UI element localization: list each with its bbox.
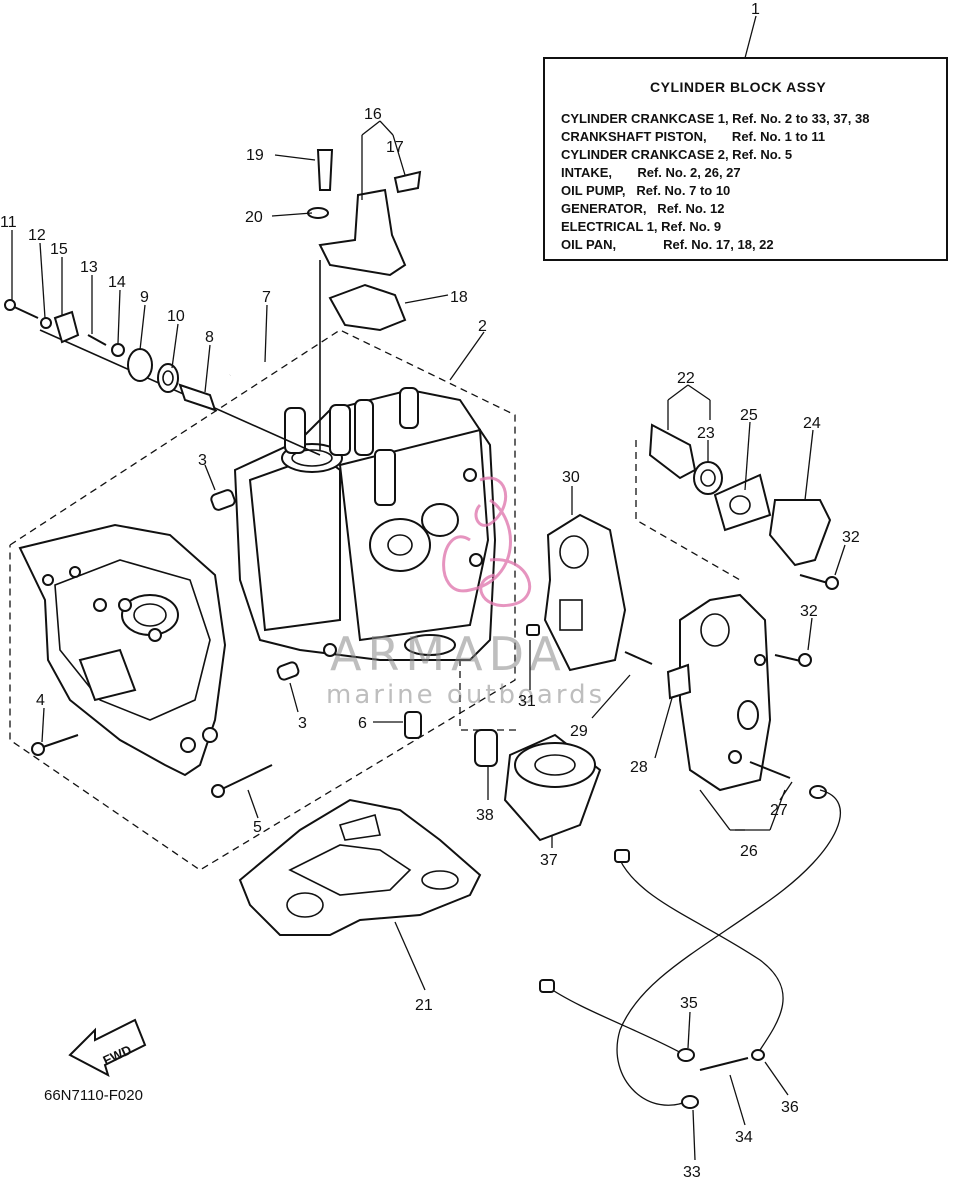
callout-2: 2 <box>478 318 487 335</box>
callout-26: 26 <box>740 843 758 860</box>
assembly-dashed-outlines <box>9 329 741 871</box>
cylinder-block <box>233 387 497 661</box>
callout-1: 1 <box>751 1 760 18</box>
callout-7: 7 <box>262 289 271 306</box>
callout-21: 21 <box>415 997 433 1014</box>
callout-37: 37 <box>540 852 558 869</box>
info-box-line: CRANKSHAFT PISTON, Ref. No. 1 to 11 <box>561 129 825 144</box>
hoses-fittings <box>539 761 842 1109</box>
info-box-title: CYLINDER BLOCK ASSY <box>650 79 826 95</box>
gasket-21 <box>238 798 482 991</box>
watermark-tagline: marine outboards <box>326 680 605 710</box>
callout-16: 16 <box>364 106 382 123</box>
callout-34: 34 <box>735 1129 753 1146</box>
callout-5: 5 <box>253 819 262 836</box>
callout-30: 30 <box>562 469 580 486</box>
exhaust-cover <box>679 593 772 792</box>
callout-19: 19 <box>246 147 264 164</box>
crankcase-left <box>18 523 227 777</box>
info-box-line: OIL PUMP, Ref. No. 7 to 10 <box>561 183 730 198</box>
callout-13: 13 <box>80 259 98 276</box>
callout-12: 12 <box>28 227 46 244</box>
callout-25: 25 <box>740 407 758 424</box>
diagram-code: 66N7110-F020 <box>44 1087 143 1104</box>
callout-3: 3 <box>198 452 207 469</box>
leader-lines <box>11 120 846 1161</box>
callout-31: 31 <box>518 693 536 710</box>
info-box-line: CYLINDER CRANKCASE 2, Ref. No. 5 <box>561 147 792 162</box>
info-box-line: OIL PAN, Ref. No. 17, 18, 22 <box>561 237 774 252</box>
callout-8: 8 <box>205 329 214 346</box>
callout-17: 17 <box>386 139 404 156</box>
dowels <box>210 489 422 739</box>
info-box-line: INTAKE, Ref. No. 2, 26, 27 <box>561 165 741 180</box>
callout-6: 6 <box>358 715 367 732</box>
callout-22: 22 <box>677 370 695 387</box>
callout-38: 38 <box>476 807 494 824</box>
watermark-brand: ARMADA <box>330 627 567 681</box>
callout-numbers: 2 3 3 4 5 6 7 8 9 10 11 12 13 14 15 16 1… <box>0 106 860 1178</box>
callout-15: 15 <box>50 241 68 258</box>
fwd-arrow-icon: FWD <box>68 1018 147 1077</box>
callout-10: 10 <box>167 308 185 325</box>
info-box-line: ELECTRICAL 1, Ref. No. 9 <box>561 219 721 234</box>
bolts-4-5 <box>31 734 273 798</box>
callout-29: 29 <box>570 723 588 740</box>
oil-pump-parts <box>4 299 321 456</box>
callout-32: 32 <box>842 529 860 546</box>
callout-33: 33 <box>683 1164 701 1178</box>
oil-pump-top <box>307 149 422 450</box>
callout-11: 11 <box>0 214 17 231</box>
small-parts-28-31 <box>526 624 692 700</box>
gasket-18 <box>328 283 407 332</box>
thermostat-group <box>648 423 839 667</box>
info-box-line: CYLINDER CRANKCASE 1, Ref. No. 2 to 33, … <box>561 111 869 126</box>
hose-7 <box>228 351 296 377</box>
callout-32: 32 <box>800 603 818 620</box>
info-box: 1 CYLINDER BLOCK ASSY CYLINDER CRANKCASE… <box>543 1 948 261</box>
watermark: ARMADA marine outboards <box>326 476 605 710</box>
info-box-line: GENERATOR, Ref. No. 12 <box>561 201 725 216</box>
callout-23: 23 <box>697 425 715 442</box>
callout-18: 18 <box>450 289 468 306</box>
callout-35: 35 <box>680 995 698 1012</box>
callout-14: 14 <box>108 274 126 291</box>
armada-logo-icon <box>442 476 532 608</box>
callout-24: 24 <box>803 415 821 432</box>
oil-filter <box>474 729 602 842</box>
callout-28: 28 <box>630 759 648 776</box>
callout-9: 9 <box>140 289 149 306</box>
gasket-30 <box>543 513 627 672</box>
callout-4: 4 <box>36 692 45 709</box>
callout-27: 27 <box>770 802 788 819</box>
callout-20: 20 <box>245 209 263 226</box>
callout-36: 36 <box>781 1099 799 1116</box>
callout-3: 3 <box>298 715 307 732</box>
